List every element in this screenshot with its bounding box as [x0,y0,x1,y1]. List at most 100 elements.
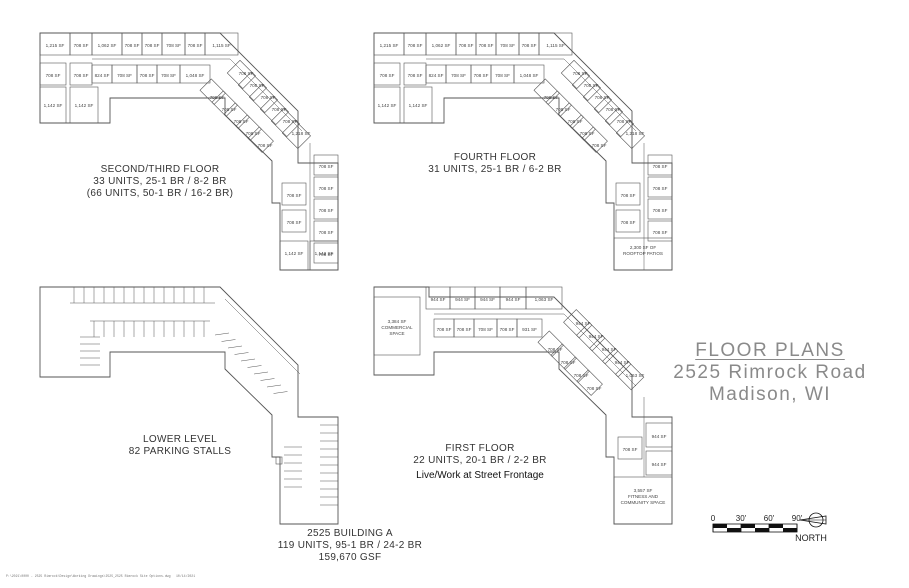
unit-area-label: 1,215 SF [380,43,399,48]
north-label: NORTH [795,533,827,543]
scale-bar-segment-dark [741,524,755,528]
parking-stall-line [289,363,301,375]
first-floor-units: 22 UNITS, 20-1 BR / 2-2 BR [413,455,547,466]
unit-outline [235,114,262,141]
unit-area-label: 708 SF [287,193,302,198]
fourth-floor-plan: 1,215 SF 708 SF 1,062 SF 708 SF 708 SF 708 SF… [373,32,673,271]
unit-area-label: 708 SF [239,71,254,76]
unit-outline [179,64,211,84]
unit-outline [647,154,673,176]
unit-outline [248,83,278,113]
unit-outline [39,62,67,86]
unit-outline [545,90,572,117]
unit-outline [615,119,645,149]
unit-area-label: 944 SF [576,321,591,326]
unit-area-label: 944 SF [431,297,446,302]
unit-area-label: 1,142 SF [285,251,304,256]
unit-outline [247,126,274,153]
unit-outline [615,182,641,206]
unit-outline [563,309,593,339]
unit-area-label: 708 SF [261,95,276,100]
unit-outline [373,86,401,124]
unit-outline [557,102,584,129]
scale-tick-label: 30' [736,514,747,523]
unit-area-label: 1,062 SF [98,43,117,48]
unit-area-label: 708 SF [522,43,537,48]
unit-area-label: 708 SF [319,164,334,169]
unit-outline [576,322,606,352]
unit-outline [309,240,339,271]
building-footprint [373,32,673,271]
plot-date-stamp: 10/14/2021 [176,574,196,578]
fitness-area-label: 3,557 SF [634,488,653,493]
building-units: 119 UNITS, 95-1 BR / 24-2 BR [277,540,423,551]
unit-area-label: 708 SF [621,220,636,225]
unit-area-label: 708 SF [561,360,576,365]
unit-outline [525,286,563,310]
lower-level-label: LOWER LEVEL 82 PARKING STALLS [80,434,280,458]
unit-outline [550,343,577,370]
unit-area-label: 944 SF [589,334,604,339]
unit-area-label: 1,218 SF [626,131,645,136]
building-footprint [39,286,339,525]
unit-area-label: 708 SF [500,43,515,48]
unit-area-label: 1,048 SF [520,73,539,78]
unit-area-label: 824 SF [95,73,110,78]
unit-outline [313,154,339,176]
parking-stall-line [247,365,262,368]
scale-bar-segment-dark [713,524,727,528]
unit-outline [281,182,307,206]
unit-area-label: 708 SF [437,327,452,332]
fitness-space-outline [613,476,673,525]
second-third-floor-title: SECOND/THIRD FLOOR [100,164,220,175]
unit-area-label: 1,062 SF [432,43,451,48]
unit-area-label: 708 SF [380,73,395,78]
unit-area-label: 708 SF [117,73,132,78]
unit-area-label: 708 SF [495,73,510,78]
unit-area-label: 708 SF [595,95,610,100]
unit-area-label: 708 SF [479,43,494,48]
building-summary: 2525 BUILDING A 119 UNITS, 95-1 BR / 24-… [250,528,450,564]
unit-outline [39,86,67,124]
scale-tick-label: 60' [764,514,775,523]
unit-outline [563,356,590,383]
scale-bar-segment-dark [755,528,769,532]
parking-stall-line [266,384,282,388]
unit-area-label: 708 SF [500,327,515,332]
unit-area-label: 944 SF [602,347,617,352]
unit-area-label: 708 SF [46,73,61,78]
unit-area-label: 708 SF [319,230,334,235]
unit-area-label: 1,142 SF [378,103,397,108]
sheet-title: FLOOR PLANS [695,340,845,361]
title-block: FLOOR PLANS 2525 Rimrock Road Madison, W… [650,340,890,406]
unit-area-label: 708 SF [287,220,302,225]
unit-area-label: 1,142 SF [315,251,334,256]
building-footprint [39,32,339,271]
file-path-stamp: P:\2021\0000 - 2525 Rimrock\Design\Worki… [6,574,171,578]
unit-outline [237,71,267,101]
second-third-floor-units: 33 UNITS, 25-1 BR / 8-2 BR [93,176,227,187]
unit-outline [615,361,645,391]
unit-area-label: 708 SF [145,43,160,48]
parking-stall-line [273,391,288,394]
unit-area-label: 1,115 SF [212,43,230,48]
unit-area-label: 708 SF [319,208,334,213]
unit-area-label: 708 SF [125,43,140,48]
unit-outline [589,335,619,365]
unit-outline [647,198,673,220]
unit-outline [569,114,596,141]
unit-area-label: 708 SF [74,43,89,48]
unit-area-label: 708 SF [319,186,334,191]
unit-outline [516,318,543,338]
unit-outline [403,86,433,124]
corridor-line [563,58,637,132]
lower-level-stalls: 82 PARKING STALLS [128,446,232,457]
unit-area-label: 824 SF [429,73,444,78]
unit-area-label: 708 SF [408,73,423,78]
corridor-line [229,58,303,132]
unit-outline [199,78,226,105]
second-third-floor-label: SECOND/THIRD FLOOR 33 UNITS, 25-1 BR / 8… [60,164,260,200]
fourth-floor-units: 31 UNITS, 25-1 BR / 6-2 BR [428,164,562,175]
